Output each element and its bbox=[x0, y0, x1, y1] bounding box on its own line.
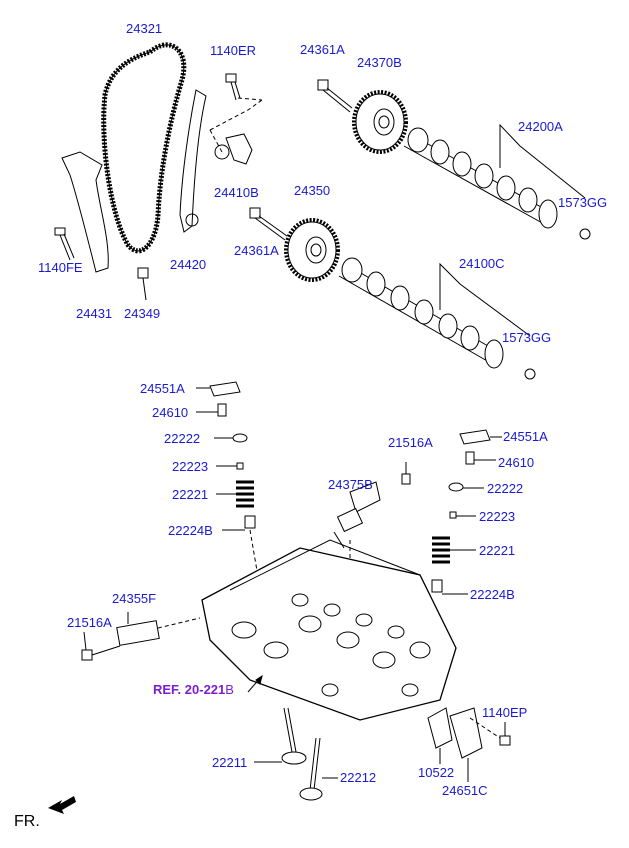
label-1573gg-bot: 1573GG bbox=[502, 330, 552, 345]
ref-20-221b[interactable]: REF. 20-221B bbox=[153, 683, 234, 697]
gasket-10522 bbox=[427, 707, 453, 764]
label-1140fe: 1140FE bbox=[38, 260, 83, 275]
bolt-24349 bbox=[137, 267, 149, 301]
valve-22212 bbox=[299, 737, 338, 801]
chain-guide-24431 bbox=[61, 151, 109, 273]
front-arrow-icon bbox=[48, 796, 76, 814]
label-24361a-top: 24361A bbox=[300, 42, 345, 57]
label-1573gg-top: 1573GG bbox=[558, 195, 608, 210]
bolt-24361a-mid bbox=[249, 207, 288, 241]
retainer-22222-left bbox=[214, 433, 248, 443]
spring-22221-right bbox=[432, 536, 476, 564]
sprocket-24370b bbox=[352, 90, 408, 154]
valve-22211 bbox=[254, 707, 307, 765]
cotter-22223-right bbox=[449, 511, 476, 519]
bolt-21516a-right bbox=[401, 462, 411, 485]
timing-chain bbox=[101, 42, 187, 254]
chain-guide-24420 bbox=[179, 89, 207, 233]
label-24431: 24431 bbox=[76, 306, 113, 321]
label-24361a-mid: 24361A bbox=[234, 243, 279, 258]
label-24100c: 24100C bbox=[459, 256, 505, 271]
lash-adjuster-24610-right bbox=[465, 451, 496, 465]
label-22223-right: 22223 bbox=[479, 509, 516, 524]
label-24610-left: 24610 bbox=[152, 405, 189, 420]
camshaft-24100c bbox=[338, 257, 536, 380]
cover-24651c bbox=[449, 707, 501, 782]
label-22211: 22211 bbox=[212, 755, 248, 770]
label-24350: 24350 bbox=[294, 183, 331, 198]
cylinder-head bbox=[201, 539, 457, 721]
bolt-21516a-left bbox=[81, 631, 121, 661]
label-21516a-right: 21516A bbox=[388, 435, 433, 450]
label-21516a-left: 21516A bbox=[67, 615, 112, 630]
label-22224b-right: 22224B bbox=[470, 587, 515, 602]
label-24420: 24420 bbox=[170, 257, 207, 272]
label-24551a-left: 24551A bbox=[140, 381, 185, 396]
label-24200a: 24200A bbox=[518, 119, 563, 134]
label-22221-left: 22221 bbox=[172, 487, 209, 502]
rocker-24551a-left bbox=[196, 381, 241, 397]
label-24375b: 24375B bbox=[328, 477, 373, 492]
camshaft-24200a bbox=[403, 123, 591, 240]
tensioner-24410b bbox=[209, 99, 263, 165]
ref-tail-text[interactable]: B bbox=[225, 682, 234, 697]
bolt-1140fe bbox=[54, 227, 75, 261]
label-24355f: 24355F bbox=[112, 591, 157, 606]
label-24551a-right: 24551A bbox=[503, 429, 548, 444]
cotter-22223-left bbox=[216, 462, 244, 470]
label-24370b: 24370B bbox=[357, 55, 402, 70]
label-22223-left: 22223 bbox=[172, 459, 209, 474]
front-direction-label: FR. bbox=[14, 813, 40, 830]
label-22222-left: 22222 bbox=[164, 431, 201, 446]
label-24349: 24349 bbox=[124, 306, 161, 321]
bolt-24361a-top bbox=[317, 79, 353, 113]
label-22221-right: 22221 bbox=[479, 543, 516, 558]
label-24321: 24321 bbox=[126, 21, 163, 36]
label-22222-right: 22222 bbox=[487, 481, 524, 496]
label-24651c: 24651C bbox=[442, 783, 488, 798]
ocv-24355f bbox=[116, 612, 201, 646]
label-22212: 22212 bbox=[340, 770, 377, 785]
label-1140ep: 1140EP bbox=[482, 705, 528, 720]
ref-main-text[interactable]: REF. 20-221 bbox=[153, 682, 226, 697]
label-1140er: 1140ER bbox=[210, 43, 257, 58]
ocv-24375b bbox=[333, 481, 381, 575]
bolt-1140ep bbox=[499, 722, 511, 746]
rocker-24551a-right bbox=[459, 429, 502, 445]
bolt-1140er bbox=[225, 73, 263, 101]
ref-arrowhead bbox=[255, 674, 263, 685]
label-24610-right: 24610 bbox=[498, 455, 535, 470]
spring-22221-left bbox=[216, 480, 254, 508]
seal-22224b-right bbox=[431, 579, 468, 595]
label-10522: 10522 bbox=[418, 765, 455, 780]
retainer-22222-right bbox=[448, 482, 484, 492]
label-24410b: 24410B bbox=[214, 185, 259, 200]
sprocket-24350 bbox=[284, 218, 340, 282]
label-22224b-left: 22224B bbox=[168, 523, 213, 538]
lash-adjuster-24610-left bbox=[196, 403, 227, 417]
